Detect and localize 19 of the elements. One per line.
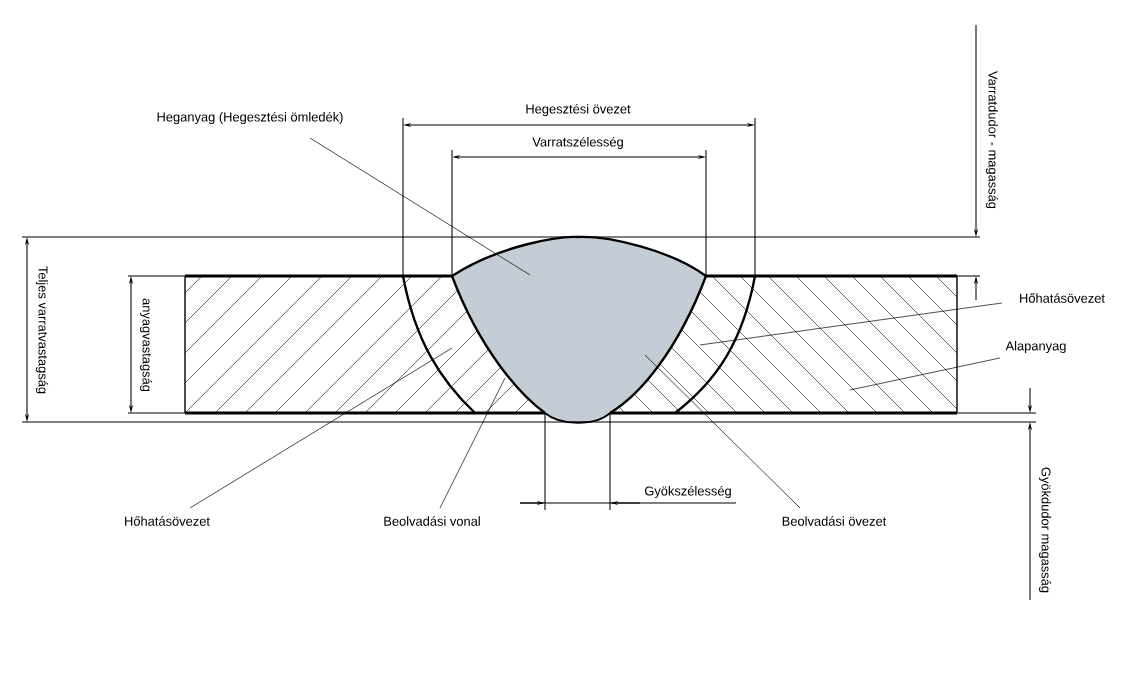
dimension-label: Hegesztési övezet	[526, 103, 631, 117]
callout-label: Alapanyag	[1005, 341, 1066, 353]
callout-label: Beolvadási övezet	[782, 516, 887, 526]
dimension-label: Varratdudor - magasság	[985, 71, 999, 209]
leader-line	[309, 137, 531, 276]
dimension-label: Varratszélesség	[532, 136, 623, 150]
leader-line	[439, 377, 506, 509]
dimension-label: Gyökdudor magasság	[1038, 467, 1052, 593]
dimension-label: Teljes varratvastagság	[35, 266, 49, 394]
leader-line	[644, 354, 801, 509]
dimension-label: Gyökszélesség	[644, 485, 731, 499]
callout-label: Beolvadási vonal	[384, 516, 480, 526]
callout-label: Hőhatásövezet	[1020, 293, 1105, 303]
callout-label: Heganyag (Hegesztési ömledék)	[157, 111, 343, 125]
dimension-label: anyagvastagság	[139, 298, 153, 392]
leader-line	[849, 357, 1001, 391]
leader-line	[699, 302, 1003, 346]
leader-line	[189, 347, 453, 509]
callout-label: Hőhatásövezet	[125, 516, 210, 526]
